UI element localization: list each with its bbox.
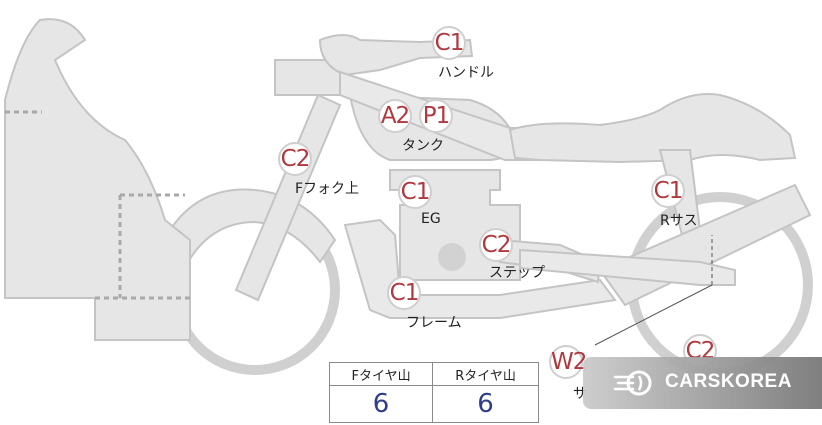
badge-step: C2 bbox=[479, 228, 513, 262]
badge-front-fork: C2 bbox=[278, 142, 312, 176]
label-frame: フレーム bbox=[406, 315, 462, 331]
label-tank: タンク bbox=[402, 138, 444, 154]
badge-frame: C1 bbox=[387, 276, 421, 310]
watermark-text: CARSKOREA bbox=[665, 371, 792, 392]
label-step: ステップ bbox=[489, 265, 545, 281]
label-rear-shock: Rサス bbox=[660, 213, 698, 229]
label-engine: EG bbox=[421, 211, 441, 227]
seat bbox=[508, 93, 797, 164]
badge-tank-p: P1 bbox=[419, 99, 453, 133]
badge-engine: C1 bbox=[398, 175, 432, 209]
badge-muffler: W2 bbox=[549, 345, 587, 379]
front-fairing bbox=[4, 18, 191, 341]
carskorea-watermark: CARSKOREA bbox=[583, 357, 822, 409]
carskorea-logo-icon bbox=[613, 370, 652, 396]
badge-tank-a: A2 bbox=[378, 99, 412, 133]
badge-rear-shock: C1 bbox=[651, 174, 685, 208]
label-front-fork: Fフォク上 bbox=[295, 181, 360, 197]
front-tread-value: 6 bbox=[328, 385, 434, 423]
lower-frame bbox=[343, 218, 617, 319]
label-handle: ハンドル bbox=[438, 65, 494, 81]
front-tread-header: Fタイヤ山 bbox=[328, 362, 434, 386]
rear-tread-value: 6 bbox=[432, 385, 539, 423]
tire-tread-table: Fタイヤ山 Rタイヤ山 6 6 bbox=[328, 362, 539, 423]
swing-arm bbox=[519, 248, 736, 286]
badge-handle: C1 bbox=[432, 26, 466, 60]
front-fork bbox=[234, 93, 342, 302]
rear-tread-header: Rタイヤ山 bbox=[432, 362, 539, 386]
w2-leader-line bbox=[594, 284, 713, 346]
fairing-dashes bbox=[5, 110, 190, 300]
engine-hub bbox=[438, 243, 466, 271]
